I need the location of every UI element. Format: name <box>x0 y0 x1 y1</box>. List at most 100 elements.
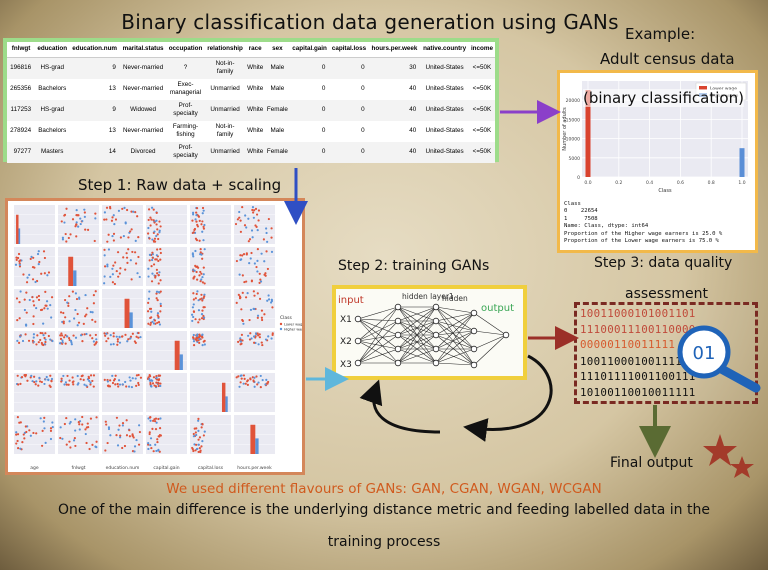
pairplot-point <box>85 332 88 336</box>
pairplot-cell <box>190 205 231 244</box>
pairplot-point <box>133 450 136 453</box>
pairplot-point <box>81 339 84 343</box>
pairplot-point <box>137 255 140 259</box>
pairplot-point <box>147 297 151 300</box>
table-cell: 40 <box>369 121 421 142</box>
pairplot-point <box>154 276 157 279</box>
pairplot-point <box>105 218 108 221</box>
pairplot-point <box>199 280 202 283</box>
pairplot-point <box>81 423 84 426</box>
pairplot-cell <box>14 373 55 412</box>
pairplot-point <box>107 337 110 340</box>
hidden-layer2-label: hidden <box>442 294 468 303</box>
pairplot-cell <box>146 205 187 244</box>
pairplot-point <box>152 376 156 379</box>
pairplot-point <box>35 380 38 383</box>
pairplot-point <box>197 321 200 324</box>
pairplot-point <box>147 301 150 305</box>
pairplot-point <box>129 259 132 262</box>
bar-higher-wage <box>739 148 745 177</box>
pairplot-point <box>121 207 124 210</box>
pairplot-point <box>84 315 87 318</box>
pairplot-point <box>139 335 142 339</box>
table-cell-text: Widowed <box>130 106 157 113</box>
table-cell: 0 <box>289 141 330 163</box>
pairplot-point <box>107 385 110 388</box>
pairplot-point <box>69 233 72 236</box>
pairplot-point <box>115 434 118 437</box>
pairplot-point <box>91 337 94 340</box>
pairplot-point <box>156 321 159 324</box>
table-cell: Unmarried <box>204 99 246 121</box>
pairplot-point <box>137 373 140 377</box>
pairplot-point <box>157 237 160 241</box>
pairplot-point <box>147 218 150 222</box>
binary-line-4: 10011000100111100 <box>580 355 696 368</box>
pairplot-point <box>59 426 62 429</box>
pairplot-point <box>239 343 242 346</box>
pairplot-point <box>22 273 25 276</box>
pairplot-point <box>25 291 28 294</box>
pairplot-point <box>253 385 256 388</box>
pairplot-point <box>64 381 67 384</box>
pairplot-point <box>84 428 87 431</box>
pairplot-point <box>133 445 137 448</box>
pairplot-point <box>195 335 198 338</box>
table-cell: 278924 <box>7 121 35 142</box>
table-cell-text: 117253 <box>10 106 32 113</box>
table-cell: 0 <box>329 57 369 79</box>
table-header-cell: native.country <box>420 42 469 58</box>
pairplot-point <box>104 420 107 423</box>
output-label: output <box>481 303 514 314</box>
table-cell-text: 9 <box>112 64 116 72</box>
table-cell-text: Not-in-family <box>215 123 235 138</box>
pairplot-point <box>146 310 150 313</box>
table-cell: 14 <box>69 141 120 163</box>
pairplot-point <box>135 438 138 442</box>
pairplot-point <box>237 340 240 343</box>
network-edge <box>435 348 475 364</box>
pairplot-point <box>89 310 92 314</box>
pairplot-point <box>131 377 134 380</box>
pairplot-point <box>17 446 20 450</box>
pairplot-point <box>135 384 138 387</box>
pairplot-point <box>192 213 195 216</box>
pairplot-point <box>134 341 137 344</box>
pairplot-point <box>197 438 200 441</box>
pairplot-point <box>116 340 119 343</box>
pairplot-point <box>238 216 241 219</box>
table-cell: 0 <box>289 99 330 121</box>
pairplot-point <box>83 215 86 218</box>
pairplot-point <box>32 300 35 303</box>
pairplot-point <box>117 209 121 212</box>
pairplot-point <box>76 312 79 316</box>
pairplot-point <box>109 434 112 437</box>
table-cell: United-States <box>420 79 469 100</box>
pairplot-point <box>243 224 247 227</box>
pairplot-point <box>91 318 94 321</box>
pairplot-point <box>84 432 87 436</box>
pairplot-point <box>16 433 20 436</box>
network-node <box>470 309 478 317</box>
pairplot-point <box>127 236 130 239</box>
pairplot-point <box>31 265 35 269</box>
network-edge <box>357 318 399 336</box>
pairplot-point <box>66 374 69 378</box>
pairplot-point <box>257 219 260 222</box>
pairplot-point <box>127 338 130 341</box>
pairplot-cell <box>102 415 143 454</box>
table-cell-text: White <box>247 64 264 72</box>
pairplot-point <box>258 281 261 284</box>
table-cell-text: 40 <box>409 85 417 92</box>
pairplot-point <box>147 275 150 278</box>
table-cell: Divorced <box>119 141 167 163</box>
pairplot-point <box>75 235 78 238</box>
pairplot-point <box>38 376 41 379</box>
pairplot-point <box>128 429 131 432</box>
pairplot-point <box>76 214 79 217</box>
pairplot-point <box>149 323 152 326</box>
pairplot-point <box>89 334 92 337</box>
gan-flavours-text: We used different flavours of GANs: GAN,… <box>166 481 602 497</box>
pairplot-point <box>74 444 77 448</box>
